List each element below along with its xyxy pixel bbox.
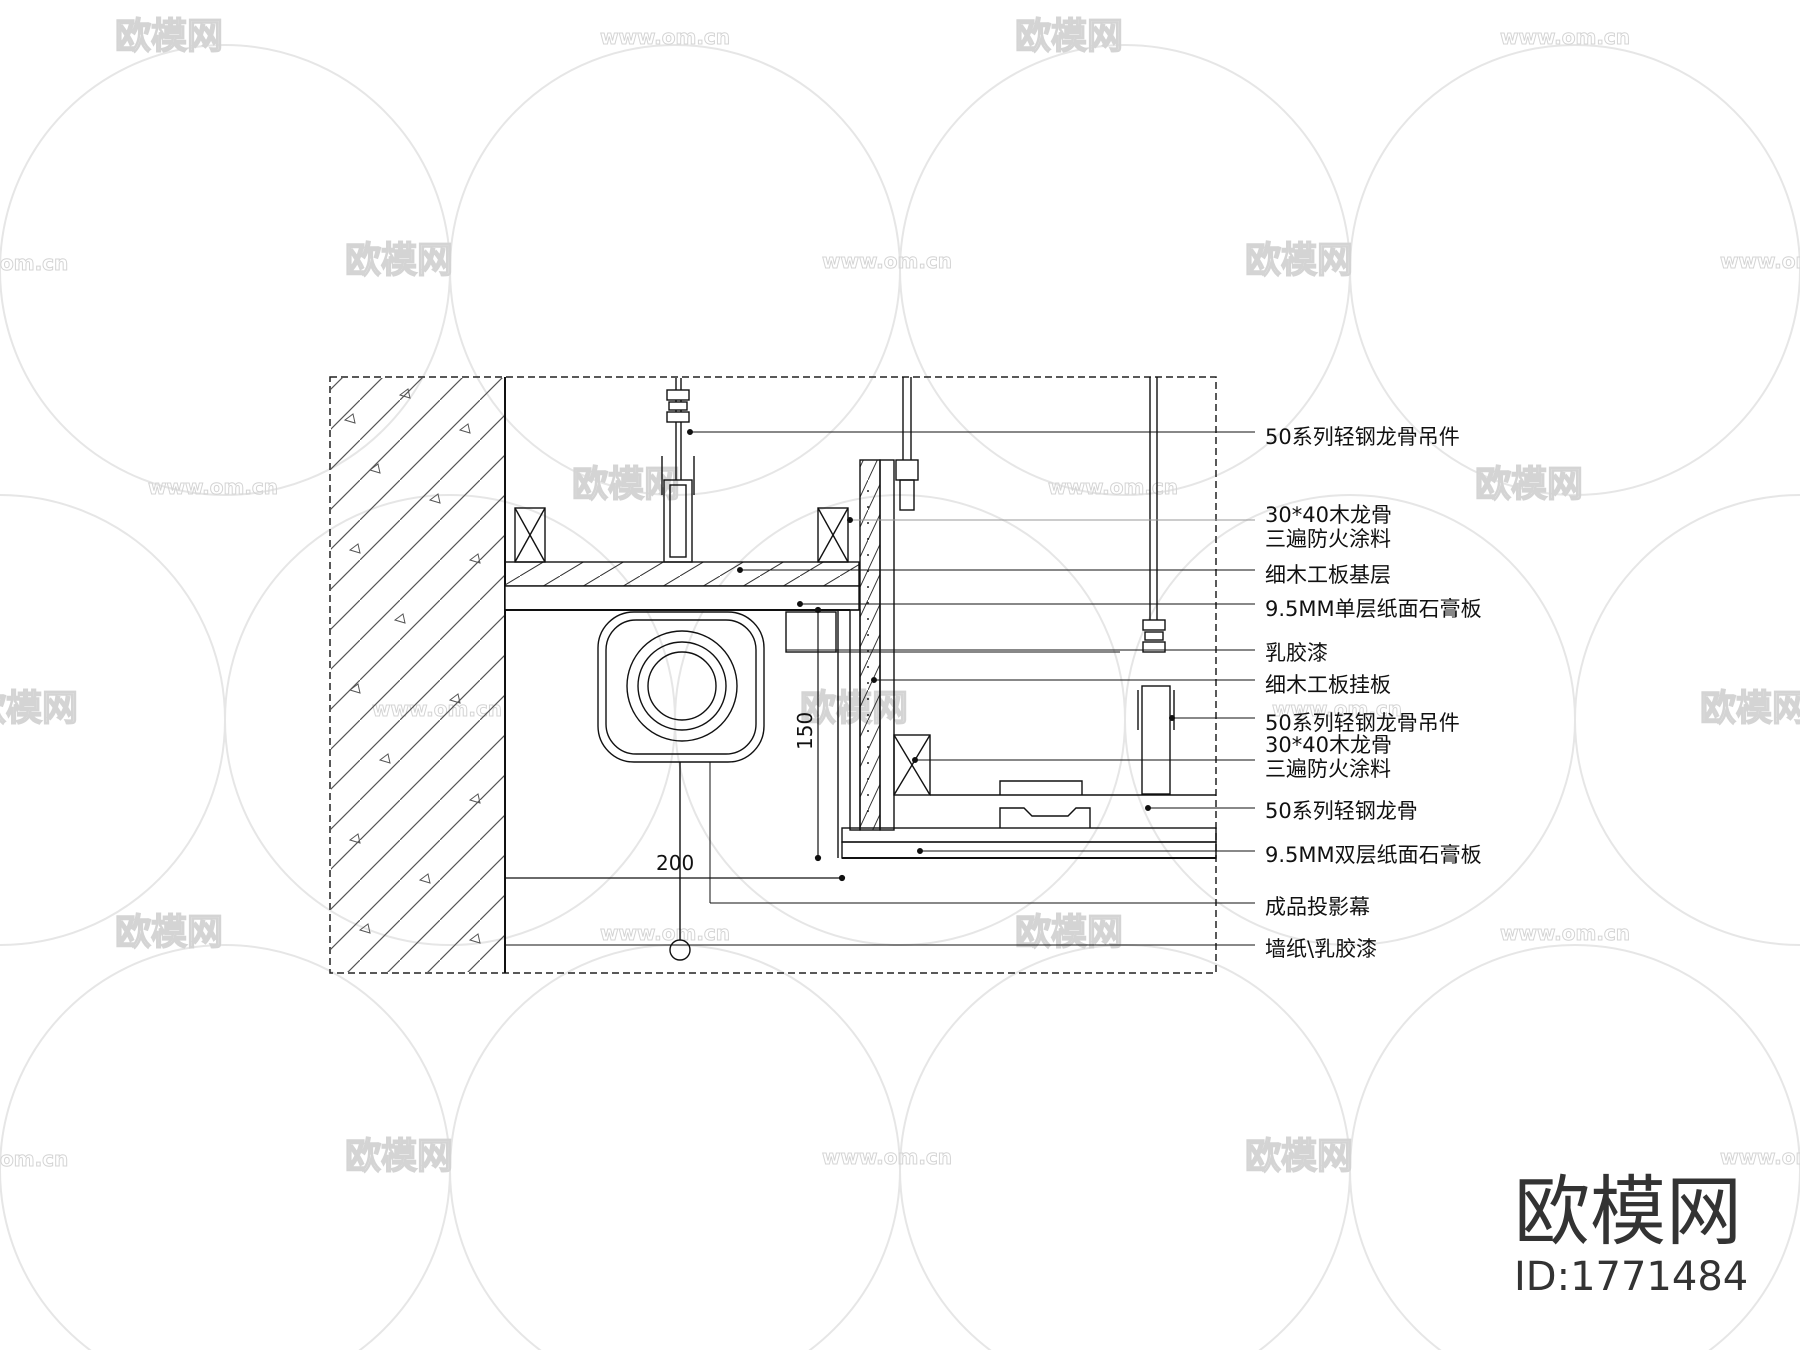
callout-label: 成品投影幕 [1265, 895, 1370, 919]
watermark-id: ID:1771484 [1514, 1254, 1748, 1300]
callout-label: 细木工板挂板 [1265, 673, 1391, 697]
watermark-url-tile: om.cn [0, 251, 68, 275]
watermark-url-tile: www.om.cn [1272, 697, 1402, 721]
callout-label: 墙纸\乳胶漆 [1265, 937, 1377, 961]
watermark-url-tile: www.om.cn [1720, 249, 1800, 273]
drawing-frame [329, 376, 1217, 974]
watermark-url-tile: www.om.cn [600, 25, 730, 49]
watermark-url-tile: www.om.cn [600, 921, 730, 945]
watermark-brand-tile: 欧模网 [1475, 464, 1583, 505]
watermark-url-tile: www.om.cn [1720, 1145, 1800, 1169]
callout-label: 30*40木龙骨 [1265, 733, 1392, 757]
callout-label: 9.5MM双层纸面石膏板 [1265, 843, 1482, 867]
callout-label: 50系列轻钢龙骨吊件 [1265, 711, 1460, 735]
drop-panel [849, 377, 931, 831]
dimension-horizontal: 200 [656, 851, 694, 875]
callout-label: 细木工板基层 [1265, 563, 1391, 587]
watermark-url-tile: www.om.cn [822, 1145, 952, 1169]
watermark-url-tile: www.om.cn [1500, 921, 1630, 945]
callout-label: 50系列轻钢龙骨 [1265, 799, 1418, 823]
upper-ceiling-structure [504, 378, 860, 611]
callout-label: 30*40木龙骨 [1265, 503, 1392, 527]
watermark-url-tile: www.om.cn [1048, 475, 1178, 499]
callout-label: 三遍防火涂料 [1265, 527, 1391, 551]
watermark-brand-tile: 欧模网 [115, 16, 223, 57]
watermark-tiles: 欧模网 www.om.cn 欧模网 www.om.cn om.cn 欧模网 www.om.c… [0, 15, 1800, 1177]
watermark-brand-tile: 欧模网 [115, 912, 223, 953]
watermark-url-tile: www.om.cn [1500, 25, 1630, 49]
callout-label: 50系列轻钢龙骨吊件 [1265, 425, 1460, 449]
dimension-vertical: 150 [793, 712, 817, 750]
leader-lines [505, 429, 1255, 946]
watermark-brand-tile: 欧模网 [345, 1136, 453, 1177]
watermark-brand-tile: 欧模网 [1245, 1136, 1353, 1177]
watermark-brand-tile: 欧模网 [0, 688, 78, 729]
dimension-lines [505, 606, 846, 882]
callout-label: 乳胶漆 [1265, 641, 1328, 665]
watermark-brand-tile: 欧模网 [1015, 912, 1123, 953]
watermark-url-tile: www.om.cn [822, 249, 952, 273]
watermark-brand-large: 欧模网 [1514, 1167, 1742, 1256]
callout-label: 三遍防火涂料 [1265, 757, 1391, 781]
watermark-url-tile: www.om.cn [148, 475, 278, 499]
callout-label: 9.5MM单层纸面石膏板 [1265, 597, 1482, 621]
callout-labels: 50系列轻钢龙骨吊件 30*40木龙骨 三遍防火涂料 细木工板基层 9.5MM单… [1265, 425, 1482, 961]
projection-screen [505, 609, 1120, 961]
watermark-brand-tile: 欧模网 [1245, 240, 1353, 281]
watermark-url-tile: om.cn [0, 1147, 68, 1171]
lower-ceiling-structure [841, 377, 1217, 859]
watermark-brand-tile: 欧模网 [1015, 16, 1123, 57]
concrete-wall [331, 377, 506, 973]
watermark-brand-tile: 欧模网 [345, 240, 453, 281]
watermark-brand-tile: 欧模网 [1700, 688, 1800, 729]
